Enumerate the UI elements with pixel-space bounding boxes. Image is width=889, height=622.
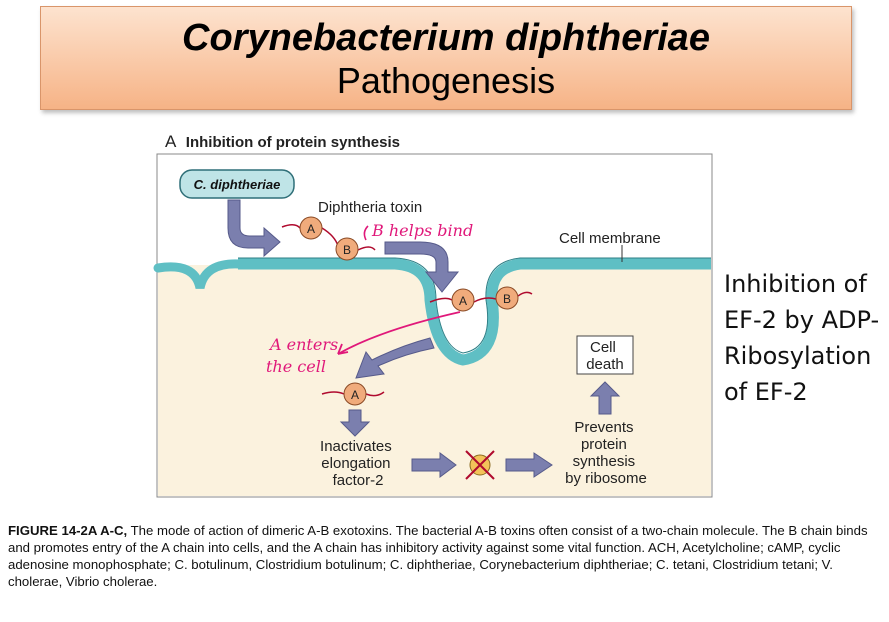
membrane-label: Cell membrane bbox=[559, 230, 661, 247]
chain-b-label-free: B bbox=[343, 243, 351, 257]
toxin-label: Diphtheria toxin bbox=[318, 199, 422, 216]
cell-membrane bbox=[238, 258, 711, 366]
panel-heading-text: Inhibition of protein synthesis bbox=[185, 134, 400, 151]
arrow-binding bbox=[384, 241, 460, 293]
chain-a-label-free: A bbox=[307, 222, 315, 236]
source-capsule bbox=[179, 169, 295, 199]
cross-line-2 bbox=[465, 450, 495, 480]
source-label: C. diphtheriae bbox=[194, 177, 281, 192]
chain-a-label-pit: A bbox=[459, 294, 467, 308]
membrane-fold bbox=[153, 259, 245, 290]
title-organism: Corynebacterium diphtheriae bbox=[182, 17, 710, 59]
panel-letter: A bbox=[165, 132, 177, 151]
arrow-down bbox=[339, 409, 371, 437]
arrow-entry bbox=[355, 337, 435, 379]
a-note-line-2: the cell bbox=[266, 357, 326, 376]
chain-b-label-pit: B bbox=[503, 292, 511, 306]
panel-heading: A Inhibition of protein synthesis bbox=[165, 132, 400, 152]
toxin-chain-a-free bbox=[299, 216, 323, 240]
b-note-bracket bbox=[363, 225, 369, 241]
arrow-to-ribosome bbox=[411, 452, 457, 478]
prevents-label: Prevents protein synthesis by ribosome bbox=[565, 419, 647, 487]
toxin-chain-a-pit bbox=[451, 288, 475, 312]
b-note: B helps bind bbox=[371, 221, 473, 240]
toxin-chain-b-free bbox=[335, 237, 359, 261]
title-banner: Corynebacterium diphtheriae Pathogenesis bbox=[40, 6, 852, 110]
inactivates-label: Inactivates elongation factor-2 bbox=[320, 438, 396, 489]
cytoplasm bbox=[158, 265, 711, 496]
pit-chain-line bbox=[429, 291, 533, 303]
side-note: Inhibition of EF-2 by ADP-Ribosylation o… bbox=[724, 270, 880, 406]
a-note-arrow bbox=[337, 311, 461, 355]
caption-figure-number: FIGURE 14-2A A-C, bbox=[8, 523, 128, 538]
a-note-line-1: A enters bbox=[268, 335, 338, 354]
cyto-chain-line bbox=[321, 391, 385, 397]
arrow-up bbox=[589, 381, 621, 415]
toxin-chain-a-cytoplasm bbox=[343, 382, 367, 406]
caption-text: The mode of action of dimeric A-B exotox… bbox=[8, 523, 868, 589]
chain-a-label-cytoplasm: A bbox=[351, 388, 359, 402]
a-note-arrowhead bbox=[337, 343, 349, 355]
cell-death-box bbox=[576, 335, 634, 375]
arrow-secretion bbox=[227, 199, 281, 258]
cell-death-label: Cell death bbox=[586, 339, 624, 373]
toxin-chain-b-pit bbox=[495, 286, 519, 310]
figure-caption: FIGURE 14-2A A-C, The mode of action of … bbox=[8, 522, 878, 590]
arrow-to-prevents bbox=[505, 452, 553, 478]
title-subtitle: Pathogenesis bbox=[336, 60, 556, 101]
